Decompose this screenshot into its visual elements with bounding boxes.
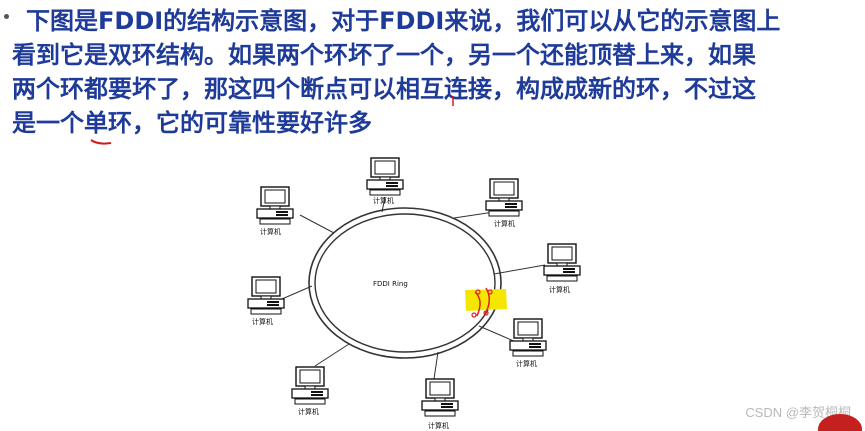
computer-icon [421,378,459,417]
paragraph-line-1: 下图是FDDI的结构示意图，对于FDDI来说，我们可以从它的示意图上 [26,7,781,35]
paragraph-line-2: 看到它是双环结构。如果两个环坏了一个，另一个还能顶替上来，如果 [12,41,756,69]
computer-label: 计算机 [373,196,394,205]
csdn-watermark: CSDN @李贺桐桐 [745,405,851,420]
paragraph-line-3: 两个环都要坏了，那这四个断点可以相互连接，构成成新的环，不过这 [12,75,756,103]
computer-icon [291,366,329,405]
computer-icon [543,243,581,282]
computer-bottom-right: 计算机 [509,318,547,368]
description-paragraph: 下图是FDDI的结构示意图，对于FDDI来说，我们可以从它的示意图上 看到它是双… [12,4,864,140]
computer-left: 计算机 [247,276,285,326]
computer-bottom: 计算机 [421,378,459,430]
computer-icon [509,318,547,357]
paragraph-line-4: 是一个单环，它的可靠性要好许多 [12,109,372,137]
computer-top-right: 计算机 [485,178,523,228]
inner-ring [314,213,496,353]
computer-label: 计算机 [428,421,449,430]
computer-bottom-left: 计算机 [291,366,329,416]
computer-label: 计算机 [260,227,281,236]
computer-top-left: 计算机 [256,186,294,236]
computer-icon [247,276,285,315]
break-highlight [465,287,507,318]
annotation-underline [90,139,112,145]
computer-right: 计算机 [543,243,581,294]
computer-label: 计算机 [252,317,273,326]
computer-top: 计算机 [366,157,404,205]
computer-icon [256,186,294,225]
annotation-tick [452,96,454,106]
computer-label: 计算机 [516,359,537,368]
computer-label: 计算机 [494,219,515,228]
computer-label: 计算机 [549,285,570,294]
computer-label: 计算机 [298,407,319,416]
ring-label: FDDI Ring [373,280,408,288]
computer-icon [366,157,404,196]
bullet-marker [4,14,9,19]
computer-icon [485,178,523,217]
connector-lines [281,196,546,380]
outer-ring [308,207,502,359]
corner-decoration [818,414,862,431]
